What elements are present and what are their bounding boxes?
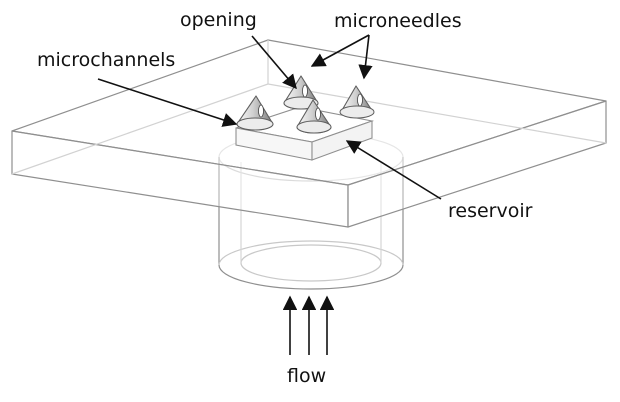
microneedle-front (296, 99, 332, 134)
plate-hidden-edge-left (11, 83, 269, 175)
label-opening: opening (180, 9, 257, 31)
microneedle-back-left (236, 95, 274, 131)
arrow-microneedles-right (358, 34, 373, 80)
label-reservoir: reservoir (448, 200, 533, 222)
arrow-microchannels (97, 78, 238, 127)
label-microneedles: microneedles (334, 10, 462, 32)
cylinder-inner-bottom (240, 244, 382, 282)
microneedle-back-right (339, 85, 375, 119)
label-microchannels: microchannels (37, 49, 175, 71)
arrow-reservoir (345, 140, 442, 200)
plate-hidden-edge-right (267, 83, 607, 144)
flow-arrows (282, 295, 335, 355)
arrow-opening (251, 35, 297, 90)
cylinder-bottom-rim-back (218, 240, 404, 266)
label-flow: flow (287, 365, 326, 387)
arrow-microneedles-left (310, 34, 370, 67)
cylinder-bottom-rim (218, 264, 404, 290)
callout-arrows (97, 34, 442, 200)
reservoir-right-face (311, 120, 373, 161)
